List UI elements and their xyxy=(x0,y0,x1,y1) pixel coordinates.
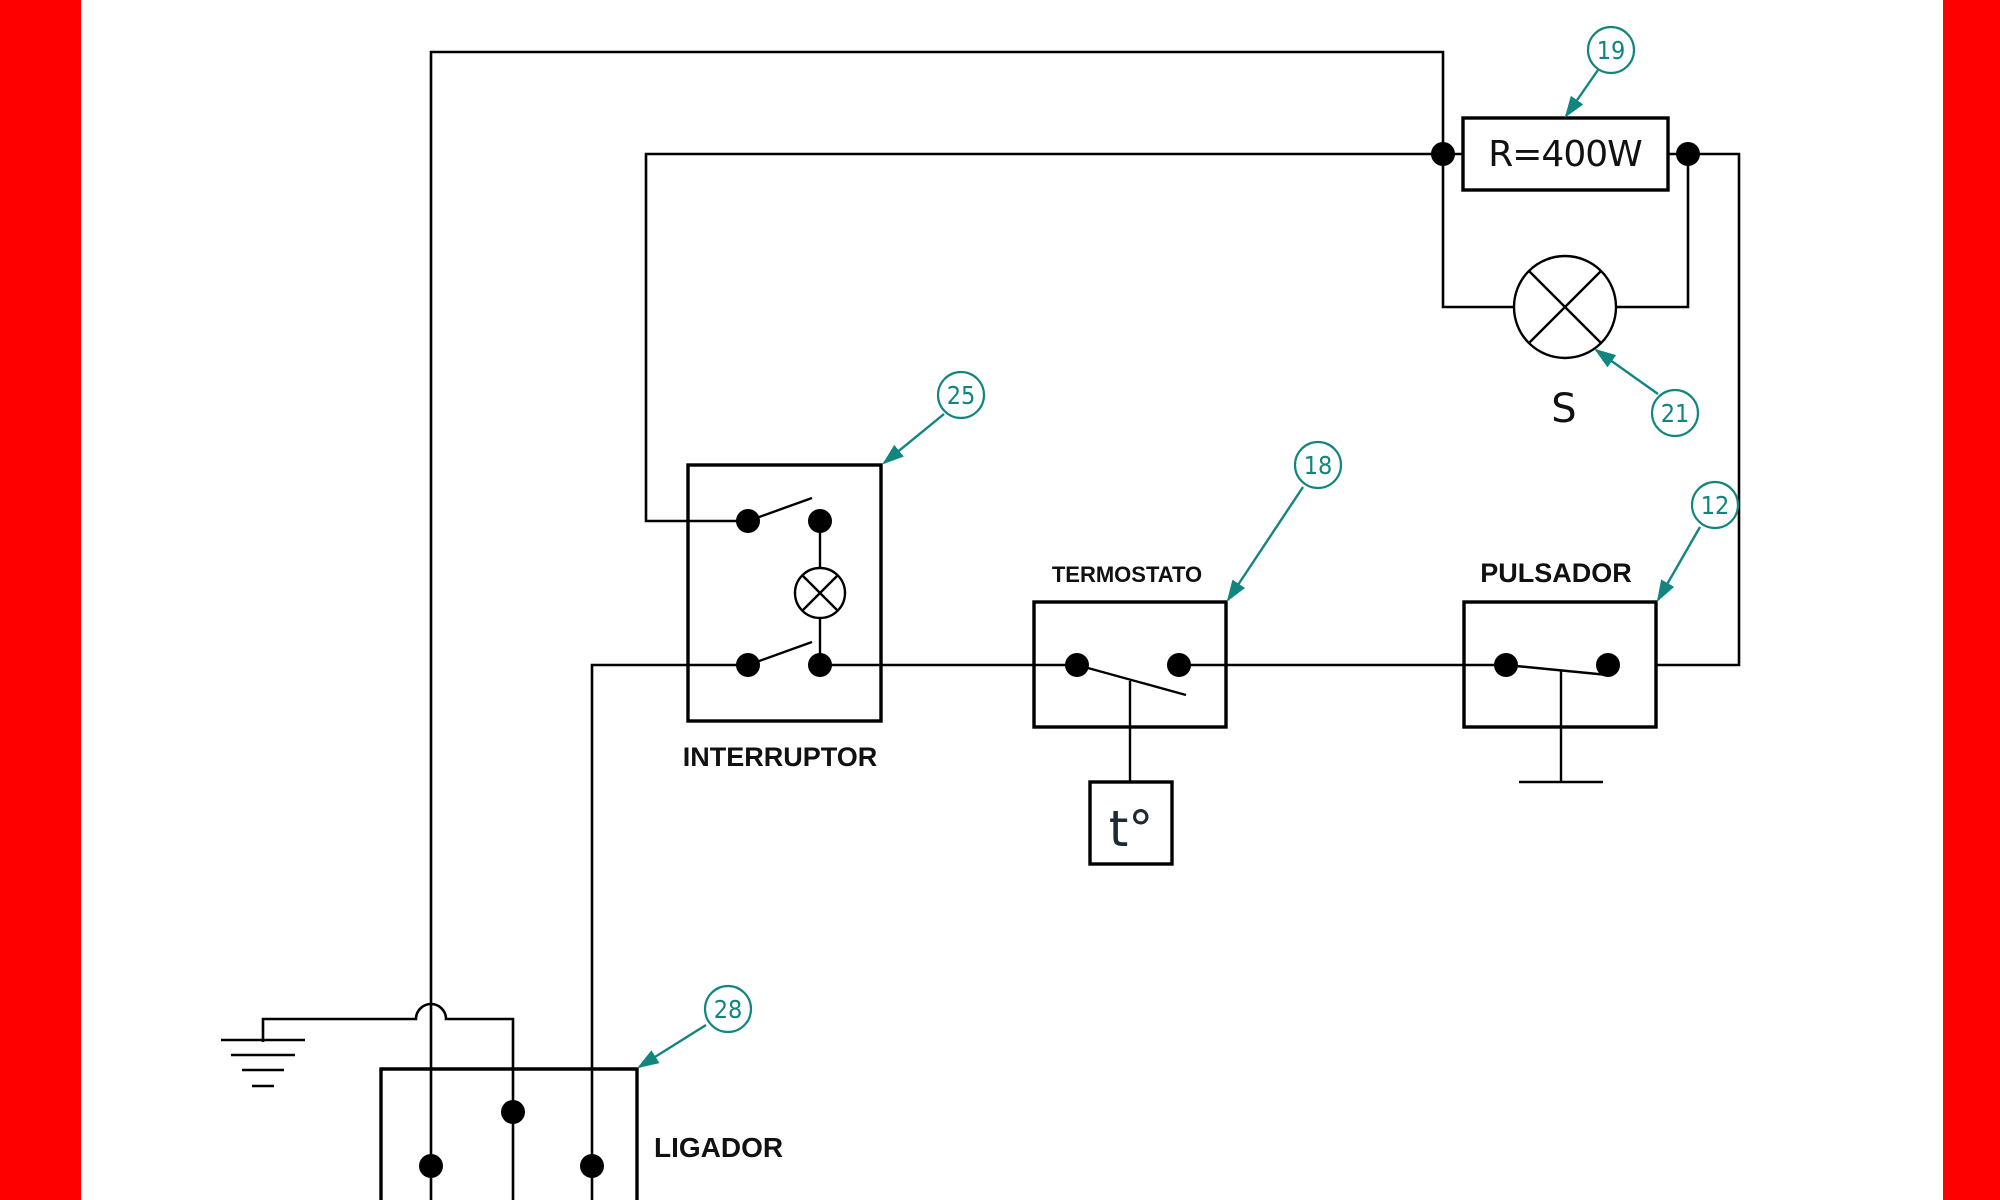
svg-text:12: 12 xyxy=(1701,491,1730,520)
ligador[interactable]: LIGADOR xyxy=(379,1067,783,1200)
left-red-border xyxy=(0,0,81,1200)
resistor[interactable]: R=400W xyxy=(1461,116,1670,192)
interruptor-box xyxy=(686,463,883,723)
interruptor[interactable]: INTERRUPTOR xyxy=(683,463,883,772)
balloon-18: 18 xyxy=(1226,440,1343,602)
junction-dot-right xyxy=(1676,142,1700,166)
ligador-label: LIGADOR xyxy=(654,1132,783,1163)
wire-outer-loop xyxy=(429,50,1445,1200)
svg-text:21: 21 xyxy=(1661,399,1690,428)
svg-text:18: 18 xyxy=(1304,451,1333,480)
balloon-12: 12 xyxy=(1656,480,1740,602)
temperature-sensor-box xyxy=(1088,780,1174,866)
resistor-body xyxy=(1461,116,1670,192)
lamp-label: S xyxy=(1551,386,1576,432)
balloon-25: 25 xyxy=(882,370,986,465)
lamp-icon xyxy=(1512,254,1618,360)
balloon-28: 28 xyxy=(637,984,753,1069)
pulsador-label: PULSADOR xyxy=(1480,558,1632,588)
temperature-sensor-label: t° xyxy=(1109,800,1154,858)
signal-lamp[interactable]: S xyxy=(1512,254,1618,432)
termostato[interactable]: t° TERMOSTATO xyxy=(1032,562,1228,866)
svg-text:28: 28 xyxy=(714,995,743,1024)
wire-inner-loop xyxy=(644,152,1443,523)
balloon-21: 21 xyxy=(1594,348,1700,438)
wire-right-return xyxy=(1656,152,1741,667)
resistor-label: R=400W xyxy=(1488,134,1642,175)
junction-dot-left xyxy=(1431,142,1455,166)
termostato-label: TERMOSTATO xyxy=(1052,562,1202,587)
balloon-19: 19 xyxy=(1564,25,1636,118)
right-red-border xyxy=(1943,0,2000,1200)
wires xyxy=(261,50,1741,1200)
wire-lamp-bypass xyxy=(1441,154,1690,309)
ground-icon xyxy=(221,1038,305,1088)
wire-ground xyxy=(261,1002,515,1200)
svg-text:25: 25 xyxy=(947,381,976,410)
interruptor-label: INTERRUPTOR xyxy=(683,742,878,772)
svg-text:19: 19 xyxy=(1597,36,1626,65)
ligador-box xyxy=(379,1067,639,1200)
pulsador[interactable]: PULSADOR xyxy=(1462,558,1658,784)
